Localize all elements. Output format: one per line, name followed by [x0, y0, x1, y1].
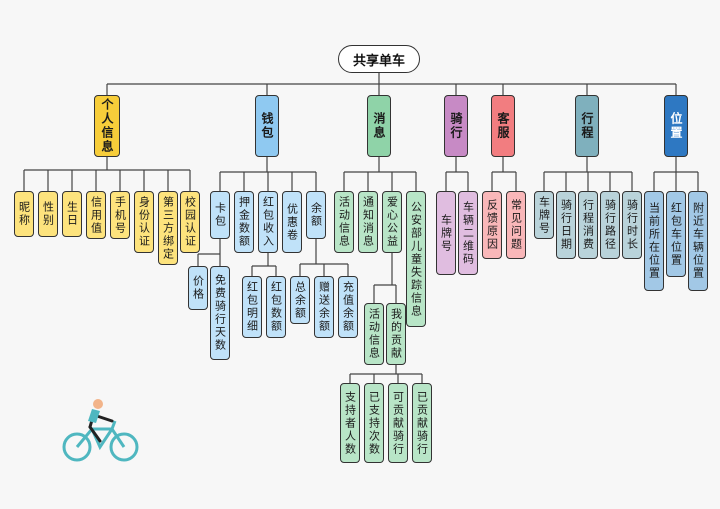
card-free-ride-days[interactable]: 免费骑行天数	[210, 266, 230, 360]
category-personal-info[interactable]: 个人信息	[94, 95, 120, 157]
service-feedback[interactable]: 反馈原因	[482, 191, 502, 259]
contrib-supporters[interactable]: 支持者人数	[340, 383, 360, 463]
msg-activity[interactable]: 活动信息	[334, 191, 354, 253]
balance-gift[interactable]: 赠送余额	[314, 276, 334, 338]
leaf-id-verify[interactable]: 身份认证	[134, 191, 154, 253]
leaf-phone[interactable]: 手机号	[110, 191, 130, 239]
category-wallet[interactable]: 钱包	[255, 95, 279, 157]
leaf-credit[interactable]: 信用值	[86, 191, 106, 239]
wallet-redpacket-income[interactable]: 红包收入	[258, 191, 278, 253]
cyclist-icon	[62, 399, 139, 462]
msg-charity[interactable]: 爱心公益	[382, 191, 402, 253]
balance-total[interactable]: 总余额	[290, 276, 310, 324]
category-service[interactable]: 客服	[491, 95, 515, 157]
card-price[interactable]: 价格	[188, 266, 208, 310]
trip-date[interactable]: 骑行日期	[556, 191, 576, 259]
msg-notice[interactable]: 通知消息	[358, 191, 378, 253]
root-node[interactable]: 共享单车	[338, 45, 420, 73]
wallet-deposit[interactable]: 押金数额	[234, 191, 254, 253]
category-message[interactable]: 消息	[367, 95, 391, 157]
contrib-available[interactable]: 可贡献骑行	[388, 383, 408, 463]
leaf-birthday[interactable]: 生日	[62, 191, 82, 237]
trip-duration[interactable]: 骑行时长	[622, 191, 642, 259]
redpacket-amount[interactable]: 红包数额	[266, 276, 286, 338]
wallet-coupon[interactable]: 优惠卷	[282, 191, 302, 253]
charity-activity[interactable]: 活动信息	[364, 303, 384, 365]
riding-qrcode[interactable]: 车辆二维码	[458, 191, 478, 275]
loc-redpacket-car[interactable]: 红包车位置	[666, 191, 686, 277]
category-trip[interactable]: 行程	[575, 95, 599, 157]
balance-recharge[interactable]: 充值余额	[338, 276, 358, 338]
trip-plate[interactable]: 车牌号	[534, 191, 554, 239]
leaf-third-party[interactable]: 第三方绑定	[158, 191, 178, 265]
category-riding[interactable]: 骑行	[444, 95, 468, 157]
category-location[interactable]: 位置	[664, 95, 688, 157]
trip-cost[interactable]: 行程消费	[578, 191, 598, 259]
leaf-gender[interactable]: 性别	[38, 191, 58, 237]
charity-my-contribution[interactable]: 我的贡献	[386, 303, 406, 365]
contrib-done[interactable]: 已贡献骑行	[412, 383, 432, 463]
wallet-balance[interactable]: 余额	[306, 191, 326, 239]
msg-missing-children[interactable]: 公安部儿童失踪信息	[406, 191, 426, 327]
leaf-campus-verify[interactable]: 校园认证	[180, 191, 200, 253]
redpacket-details[interactable]: 红包明细	[242, 276, 262, 338]
loc-nearby[interactable]: 附近车辆位置	[688, 191, 708, 291]
riding-plate[interactable]: 车牌号	[436, 191, 456, 275]
contrib-times[interactable]: 已支持次数	[364, 383, 384, 463]
wallet-card[interactable]: 卡包	[210, 191, 230, 239]
leaf-nickname[interactable]: 昵称	[14, 191, 34, 237]
trip-path[interactable]: 骑行路径	[600, 191, 620, 259]
loc-current[interactable]: 当前所在位置	[644, 191, 664, 291]
service-faq[interactable]: 常见问题	[506, 191, 526, 259]
